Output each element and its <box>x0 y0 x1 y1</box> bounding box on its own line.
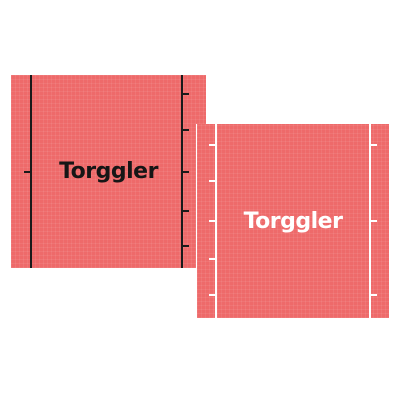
rail-tick <box>183 245 189 247</box>
left-rail-line <box>30 75 32 268</box>
rail-tick <box>209 220 215 222</box>
right-rail-line <box>369 124 371 318</box>
rail-tick <box>209 258 215 260</box>
right-rail-line <box>181 75 183 268</box>
red-grid-card-light-logo: Torggler <box>197 124 389 318</box>
rail-tick <box>183 171 189 173</box>
rail-tick <box>24 171 30 173</box>
rail-tick <box>371 220 377 222</box>
rail-tick <box>183 129 189 131</box>
rail-tick <box>209 144 215 146</box>
torggler-logo: Torggler <box>59 159 158 184</box>
rail-tick <box>209 294 215 296</box>
red-grid-card-dark-logo: Torggler <box>11 75 206 268</box>
rail-tick <box>371 144 377 146</box>
rail-tick <box>371 294 377 296</box>
torggler-logo: Torggler <box>243 209 343 234</box>
rail-tick <box>209 180 215 182</box>
left-rail-line <box>215 124 217 318</box>
rail-tick <box>183 93 189 95</box>
rail-tick <box>183 210 189 212</box>
